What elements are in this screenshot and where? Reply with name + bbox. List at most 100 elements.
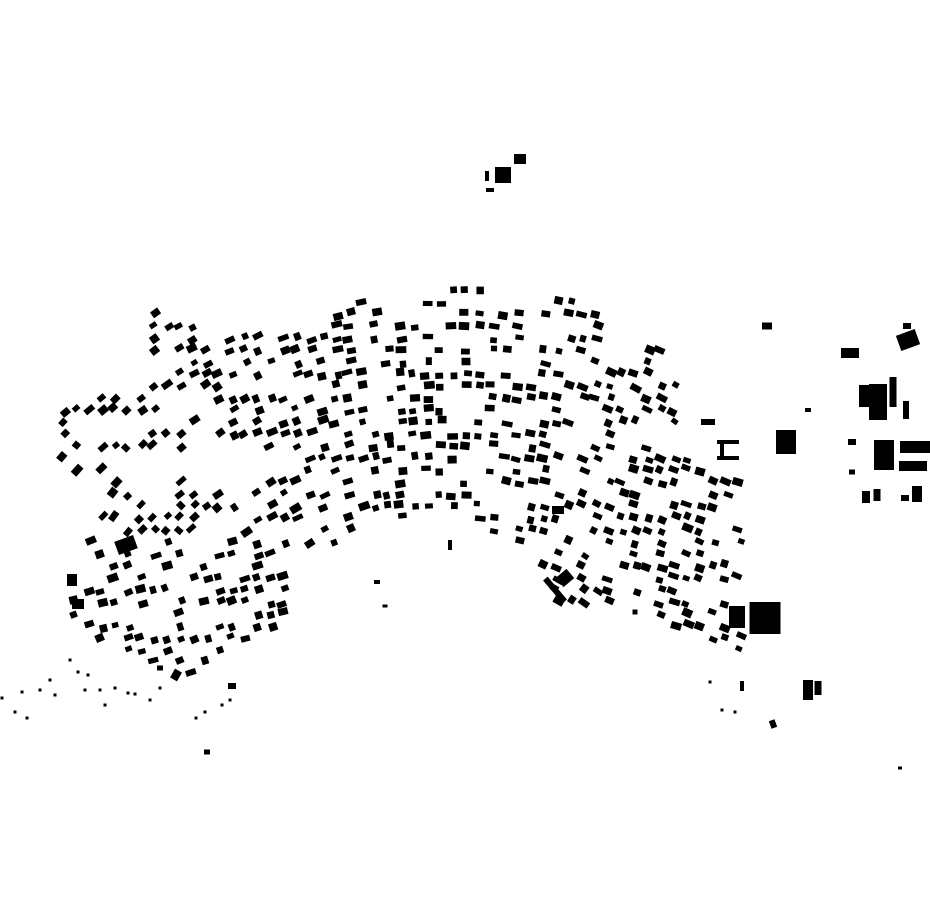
building-footprint: [134, 583, 147, 595]
building-footprint: [383, 432, 394, 441]
building-footprint: [53, 693, 57, 697]
building-footprint: [579, 466, 591, 476]
building-footprint: [667, 571, 680, 581]
building-footprint: [590, 309, 601, 320]
building-footprint: [175, 500, 186, 511]
building-footprint: [83, 688, 87, 692]
building-footprint: [291, 513, 304, 523]
building-footprint: [632, 561, 642, 571]
building-footprint: [591, 498, 602, 509]
building-footprint: [540, 514, 549, 523]
building-footprint: [189, 572, 200, 582]
building-footprint: [124, 645, 133, 653]
building-footprint: [253, 584, 265, 595]
building-footprint: [459, 441, 471, 451]
building-footprint: [554, 491, 565, 500]
building-footprint: [383, 500, 392, 509]
building-footprint: [434, 347, 443, 353]
building-footprint: [253, 610, 264, 621]
building-footprint: [412, 502, 420, 510]
building-footprint: [98, 688, 102, 692]
building-footprint: [190, 358, 199, 367]
building-footprint: [346, 347, 357, 355]
building-footprint: [731, 476, 744, 487]
building-footprint: [316, 414, 330, 426]
building-footprint: [476, 286, 484, 295]
building-footprint: [162, 646, 174, 656]
building-footprint: [137, 524, 148, 535]
building-footprint: [71, 440, 82, 450]
building-footprint: [397, 408, 406, 416]
building-footprint: [114, 535, 138, 555]
building-footprint: [396, 384, 406, 392]
building-footprint: [618, 415, 629, 425]
building-footprint: [160, 378, 174, 391]
building-footprint: [319, 490, 331, 500]
building-footprint: [657, 479, 668, 489]
building-footprint: [108, 561, 119, 571]
building-footprint: [150, 551, 163, 561]
building-footprint: [501, 420, 513, 428]
building-footprint: [215, 645, 225, 655]
building-footprint: [277, 607, 289, 617]
building-footprint: [627, 463, 640, 474]
building-footprint: [331, 379, 341, 389]
building-footprint: [576, 453, 589, 464]
building-footprint: [294, 359, 304, 369]
building-footprint: [120, 442, 131, 453]
building-footprint: [373, 490, 382, 500]
building-footprint: [604, 429, 616, 439]
building-footprint: [768, 719, 778, 729]
building-footprint: [212, 488, 225, 500]
building-footprint: [592, 511, 603, 521]
building-footprint: [575, 559, 586, 570]
building-footprint: [330, 320, 343, 329]
building-footprint: [555, 568, 575, 588]
building-footprint: [592, 320, 605, 331]
building-footprint: [228, 683, 236, 689]
building-footprint: [199, 344, 211, 355]
building-footprint: [485, 171, 489, 181]
building-footprint: [576, 381, 589, 393]
building-footprint: [289, 474, 302, 486]
building-footprint: [653, 600, 664, 609]
building-footprint: [719, 558, 730, 569]
building-footprint: [109, 598, 119, 607]
building-footprint: [628, 550, 638, 558]
building-footprint: [671, 380, 680, 389]
building-footprint: [528, 524, 537, 533]
building-footprint: [640, 393, 652, 405]
building-footprint: [681, 607, 694, 619]
building-footprint: [435, 372, 444, 379]
building-footprint: [526, 515, 535, 525]
building-footprint: [514, 536, 525, 545]
building-footprint: [527, 477, 539, 485]
building-footprint: [357, 380, 368, 390]
building-footprint: [170, 668, 182, 682]
building-footprint: [707, 490, 719, 501]
building-footprint: [122, 526, 134, 538]
building-footprint: [123, 633, 134, 642]
building-footprint: [226, 536, 238, 547]
building-footprint: [639, 561, 652, 573]
building-footprint: [720, 633, 730, 642]
building-footprint: [708, 560, 718, 570]
building-footprint: [289, 343, 301, 355]
building-footprint: [475, 371, 485, 379]
building-footprint: [267, 393, 278, 403]
building-footprint: [316, 371, 327, 382]
building-footprint: [776, 430, 796, 454]
building-footprint: [814, 681, 822, 695]
building-footprint: [331, 345, 344, 354]
building-footprint: [229, 502, 239, 513]
building-footprint: [332, 335, 343, 344]
building-footprint: [462, 432, 471, 440]
building-footprint: [601, 575, 614, 584]
building-footprint: [254, 405, 265, 416]
building-footprint: [603, 502, 616, 513]
building-footprint: [340, 368, 353, 377]
building-footprint: [512, 382, 524, 392]
building-footprint: [213, 572, 222, 581]
building-footprint: [214, 551, 225, 560]
